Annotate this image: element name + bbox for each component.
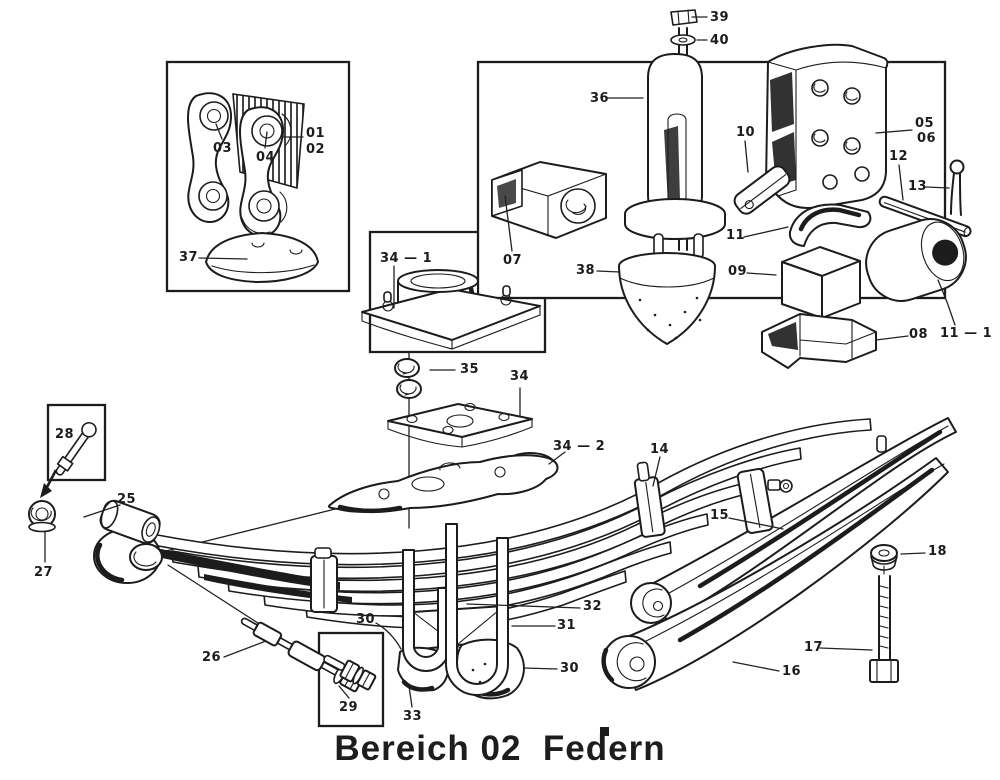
callout-12: 12: [889, 149, 909, 164]
bracket-07: [491, 161, 607, 239]
callout-06: 06: [917, 131, 937, 146]
callout-32: 32: [583, 599, 603, 614]
callout-11: 11: [726, 228, 746, 243]
bracket-05-06: [765, 43, 889, 209]
nut-18: [870, 544, 898, 575]
grease-bolt-28: [40, 421, 97, 498]
shackle-bolt-26: [240, 617, 364, 693]
bolt-29: [323, 654, 377, 691]
callout-05: 05: [915, 116, 935, 131]
page-title: Bereich 02 Federn: [334, 729, 666, 768]
callout-34: 34: [510, 369, 530, 384]
cotter-pin-13: [949, 159, 965, 216]
u-bolt-hardware: [397, 523, 525, 700]
callout-08: 08: [909, 327, 929, 342]
lock-nuts-35: [394, 358, 422, 399]
nut-27: [28, 500, 56, 533]
callout-18: 18: [928, 544, 948, 559]
spring-pin-36: [624, 53, 726, 259]
spring-clamps: [310, 461, 793, 613]
callout-25: 25: [117, 492, 137, 507]
callout-31: 31: [557, 618, 577, 633]
callout-26: 26: [202, 650, 222, 665]
callout-15: 15: [710, 508, 730, 523]
bump-stop-38: [618, 252, 716, 345]
callout-37: 37: [179, 250, 199, 265]
detail-boxes: [46, 60, 947, 728]
callout-36: 36: [590, 91, 610, 106]
callout-14: 14: [650, 442, 670, 457]
callout-34-2: 34 — 2: [553, 439, 606, 454]
plate-10: [733, 165, 791, 215]
callout-13: 13: [908, 179, 928, 194]
bushing-11-1: [865, 218, 967, 302]
callout-11-1: 11 — 1: [940, 326, 993, 341]
shackle-assembly: [187, 92, 305, 237]
channel-bracket-08: [761, 313, 877, 369]
spring-pad-37: [205, 232, 319, 283]
callout-38: 38: [576, 263, 596, 278]
spring-seat-34-1: [361, 269, 541, 350]
callout-03: 03: [213, 141, 233, 156]
callout-30-right: 30: [560, 661, 580, 676]
callout-04: 04: [256, 150, 276, 165]
callout-07: 07: [503, 253, 523, 268]
plate-34: [387, 402, 533, 448]
leader-lines: [44, 16, 956, 708]
callout-02: 02: [306, 142, 326, 157]
callout-40: 40: [710, 33, 730, 48]
callout-39: 39: [710, 10, 730, 25]
rubber-block-09: [781, 246, 861, 319]
plate-34-2: [327, 452, 559, 514]
callout-27: 27: [34, 565, 54, 580]
callout-34-1: 34 — 1: [380, 251, 433, 266]
callout-10: 10: [736, 125, 756, 140]
callout-35: 35: [460, 362, 480, 377]
center-bolt-17: [869, 575, 899, 683]
callout-09: 09: [728, 264, 748, 279]
callout-29: 29: [339, 700, 359, 715]
callout-28: 28: [55, 427, 75, 442]
callout-01: 01: [306, 126, 326, 141]
callout-33: 33: [403, 709, 423, 724]
ink-mark: [600, 727, 609, 736]
helper-spring: [601, 417, 957, 691]
saddle-11: [788, 203, 872, 247]
callout-17: 17: [804, 640, 824, 655]
callout-16: 16: [782, 664, 802, 679]
callout-30-left: 30: [356, 612, 376, 627]
